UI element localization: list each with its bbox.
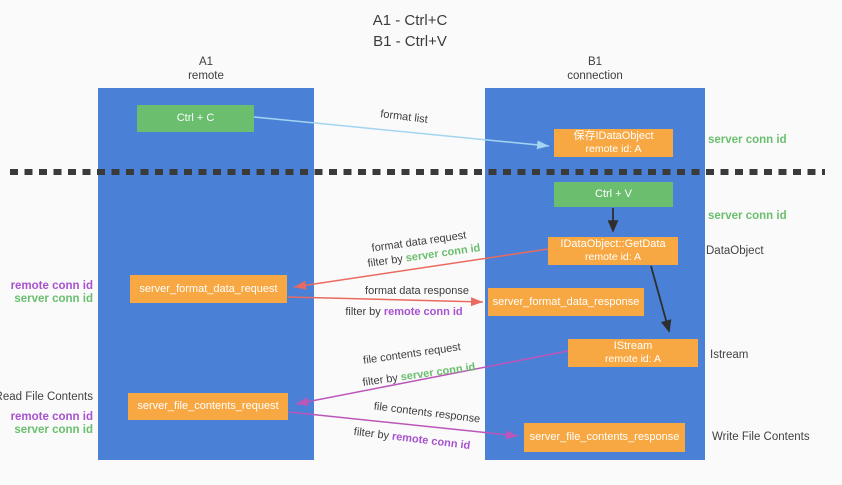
save-idataobject-node: 保存IDataObject remote id: A	[554, 129, 673, 157]
lane-header-a1: A1 remote	[98, 55, 314, 83]
format-data-response-label: format data response	[365, 285, 469, 297]
istream-remote-id: remote id: A	[604, 353, 662, 365]
server-format-data-request-label: server_format_data_request	[139, 282, 278, 295]
server-file-contents-request-node: server_file_contents_request	[128, 393, 288, 420]
server-format-data-request-node: server_format_data_request	[130, 275, 287, 303]
ctrl-v-label: Ctrl + V	[595, 188, 632, 200]
lane-header-b1: B1 connection	[485, 55, 705, 83]
istream-side-label: Istream	[710, 349, 749, 361]
istream-title: IStream	[613, 340, 653, 352]
title-line-copy: A1 - Ctrl+C	[372, 12, 448, 29]
ctrl-v-node: Ctrl + V	[554, 182, 673, 207]
format-list-arrow	[253, 116, 550, 150]
read-file-contents-label: Read File Contents	[0, 391, 93, 403]
write-file-contents-label: Write File Contents	[712, 431, 810, 443]
filter-by-text: filter by	[345, 306, 381, 318]
ctrl-c-node: Ctrl + C	[137, 105, 254, 132]
server-format-data-response-label: server_format_data_response	[492, 295, 640, 308]
server-format-data-response-node: server_format_data_response	[488, 288, 644, 316]
diagram-title: A1 - Ctrl+C B1 - Ctrl+V	[310, 10, 510, 52]
dataobject-label: DataObject	[706, 245, 764, 257]
lane-b1-name: B1	[587, 56, 603, 68]
istream-node: IStream remote id: A	[568, 339, 698, 367]
lane-a1-subtitle: remote	[188, 70, 224, 82]
left-remote-conn-id-label-2: remote conn id	[10, 411, 93, 423]
getdata-title: IDataObject::GetData	[560, 238, 666, 250]
idataobject-getdata-node: IDataObject::GetData remote id: A	[548, 237, 678, 265]
right-server-conn-id-label-2: server conn id	[708, 210, 787, 222]
save-idataobject-title: 保存IDataObject	[573, 130, 654, 142]
left-server-conn-id-label-2: server conn id	[14, 424, 93, 436]
getdata-to-istream-arrow	[650, 265, 672, 333]
save-idataobject-remote-id: remote id: A	[585, 143, 642, 155]
server-file-contents-request-label: server_file_contents_request	[137, 400, 279, 412]
remote-conn-id-text: remote conn id	[383, 306, 463, 318]
getdata-remote-id: remote id: A	[584, 251, 642, 263]
server-file-contents-response-node: server_file_contents_response	[524, 423, 685, 452]
left-remote-conn-id-label: remote conn id	[10, 280, 93, 292]
right-server-conn-id-label: server conn id	[708, 134, 787, 146]
lane-a1-name: A1	[198, 56, 214, 68]
file-contents-response-arrow	[288, 411, 519, 440]
format-data-response-arrow	[287, 296, 484, 307]
lane-b1-subtitle: connection	[567, 70, 623, 82]
format-data-request-arrow	[293, 248, 549, 290]
title-line-paste: B1 - Ctrl+V	[373, 33, 447, 50]
file-contents-request-arrow	[295, 350, 569, 407]
left-server-conn-id-label: server conn id	[14, 293, 93, 305]
ctrl-c-label: Ctrl + C	[176, 112, 215, 124]
server-file-contents-response-label: server_file_contents_response	[529, 431, 680, 443]
